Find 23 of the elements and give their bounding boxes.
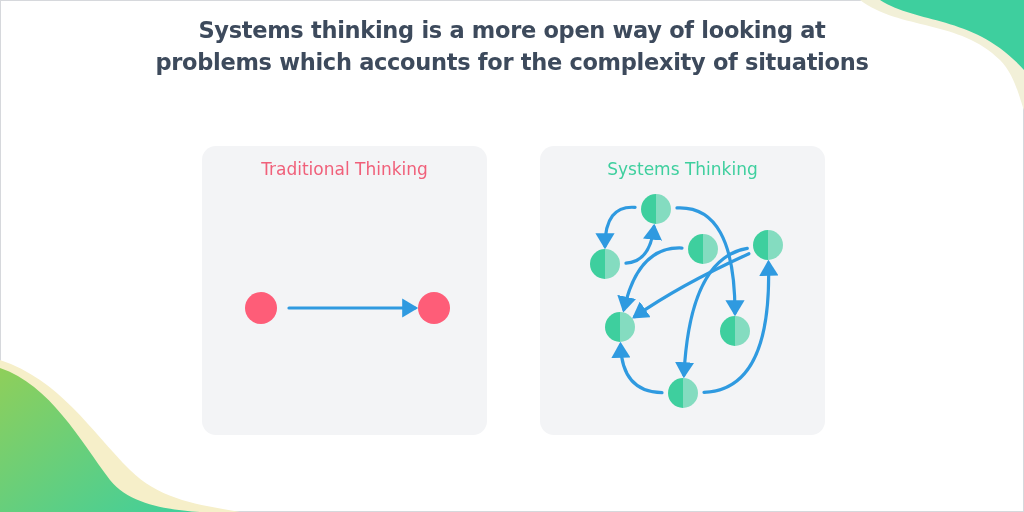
arrow <box>702 259 779 394</box>
arrow <box>617 246 684 313</box>
panel-card <box>202 146 487 435</box>
half-circle-node <box>753 230 783 260</box>
arrow <box>595 205 637 250</box>
half-circle-node <box>688 234 718 264</box>
half-circle-node <box>590 249 620 279</box>
arrow <box>675 246 749 379</box>
half-circle-node <box>668 378 698 408</box>
panel-card <box>540 146 825 435</box>
arrow <box>624 223 662 265</box>
heading: Systems thinking is a more open way of looking at problems which accounts for the complexity of situations <box>154 16 870 77</box>
half-circle-node <box>720 316 750 346</box>
arrow <box>632 252 751 319</box>
circle-node <box>418 292 450 324</box>
half-circle-node <box>641 194 671 224</box>
circle-node <box>245 292 277 324</box>
arrow <box>675 206 745 317</box>
arrow <box>611 341 664 395</box>
half-circle-node <box>605 312 635 342</box>
arrow <box>287 298 419 318</box>
panel-title: Traditional Thinking <box>260 159 429 179</box>
panel-title: Systems Thinking <box>606 159 759 179</box>
